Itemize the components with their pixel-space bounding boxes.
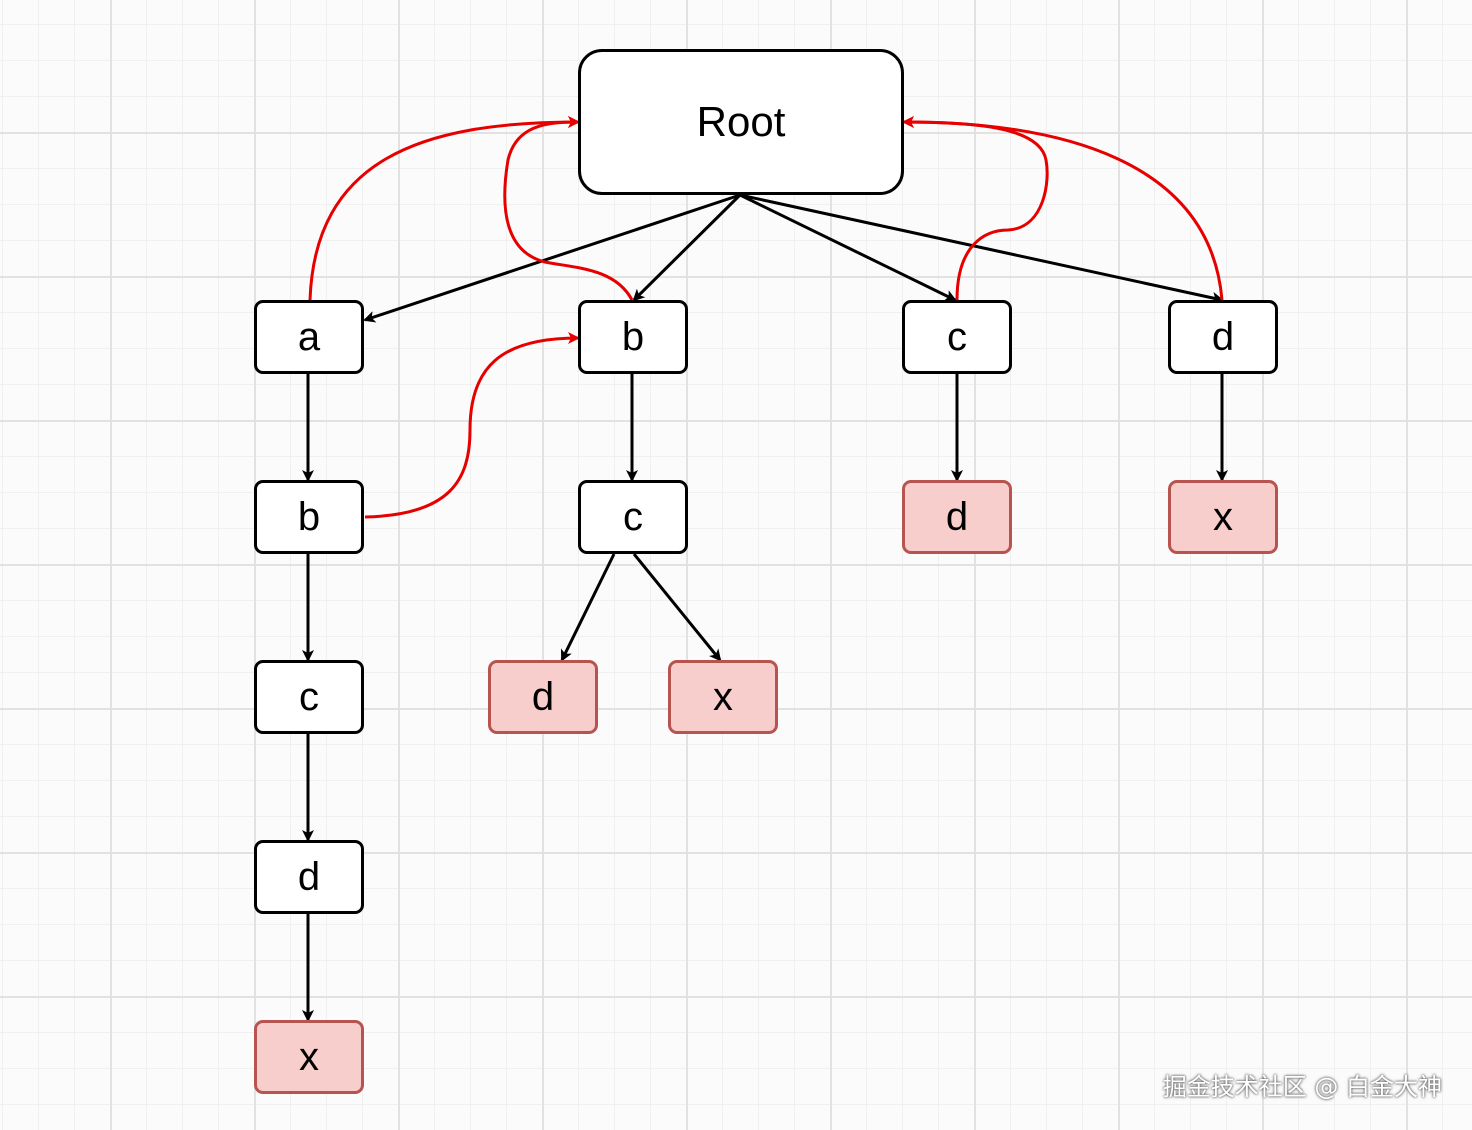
edge-bc-x [632, 553, 722, 662]
node-a-b-c-d[interactable]: d [254, 840, 364, 914]
node-a-b-c-d-x[interactable]: x [254, 1020, 364, 1094]
back-edge-a-root [308, 116, 580, 301]
watermark: 掘金技术社区 @ 白金大神 [1162, 1073, 1442, 1101]
node-root[interactable]: Root [578, 49, 904, 195]
node-a[interactable]: a [254, 300, 364, 374]
node-b-c[interactable]: c [578, 480, 688, 554]
back-edge-c-root [902, 116, 1049, 301]
node-d-x[interactable]: x [1168, 480, 1278, 554]
node-c[interactable]: c [902, 300, 1012, 374]
node-b[interactable]: b [578, 300, 688, 374]
edge-root-b [632, 193, 742, 302]
node-a-b-c[interactable]: c [254, 660, 364, 734]
back-edge-d-root [902, 116, 1224, 301]
edge-root-c [739, 193, 957, 302]
edge-root-a [363, 193, 741, 323]
node-c-d[interactable]: d [902, 480, 1012, 554]
node-a-b[interactable]: b [254, 480, 364, 554]
node-b-c-d[interactable]: d [488, 660, 598, 734]
back-edge-b-root [503, 116, 634, 301]
node-b-c-x[interactable]: x [668, 660, 778, 734]
edge-bc-d [560, 553, 616, 662]
node-d[interactable]: d [1168, 300, 1278, 374]
back-edge-ab-b [364, 332, 580, 519]
edge-root-d [739, 193, 1224, 304]
